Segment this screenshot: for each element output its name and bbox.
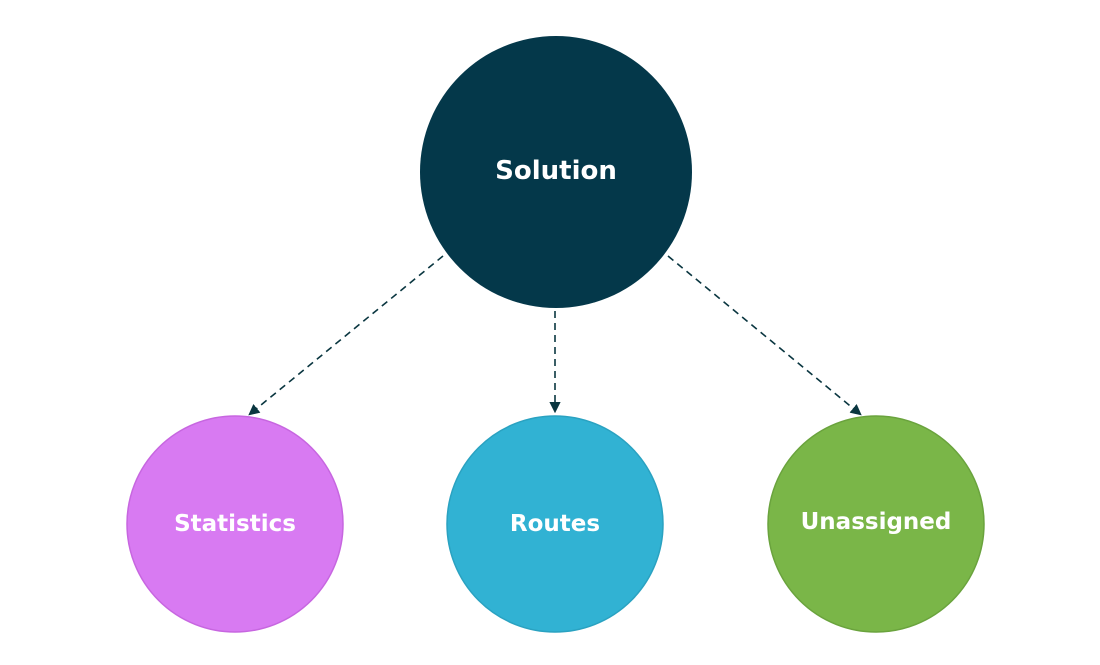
edge-solution-to-statistics — [248, 255, 444, 416]
node-solution: Solution — [420, 36, 692, 308]
node-unassigned-circle — [767, 415, 985, 633]
node-solution-circle — [420, 36, 692, 308]
node-unassigned-label: Unassigned — [801, 509, 952, 535]
node-routes-label: Routes — [510, 511, 600, 537]
node-unassigned: Unassigned — [767, 415, 985, 633]
node-statistics-label: Statistics — [174, 511, 296, 537]
node-statistics: Statistics — [126, 415, 344, 633]
node-statistics-circle — [126, 415, 344, 633]
edge-solution-to-unassigned — [667, 255, 862, 416]
node-routes-circle — [446, 415, 664, 633]
node-solution-label: Solution — [495, 156, 617, 186]
node-routes: Routes — [446, 415, 664, 633]
